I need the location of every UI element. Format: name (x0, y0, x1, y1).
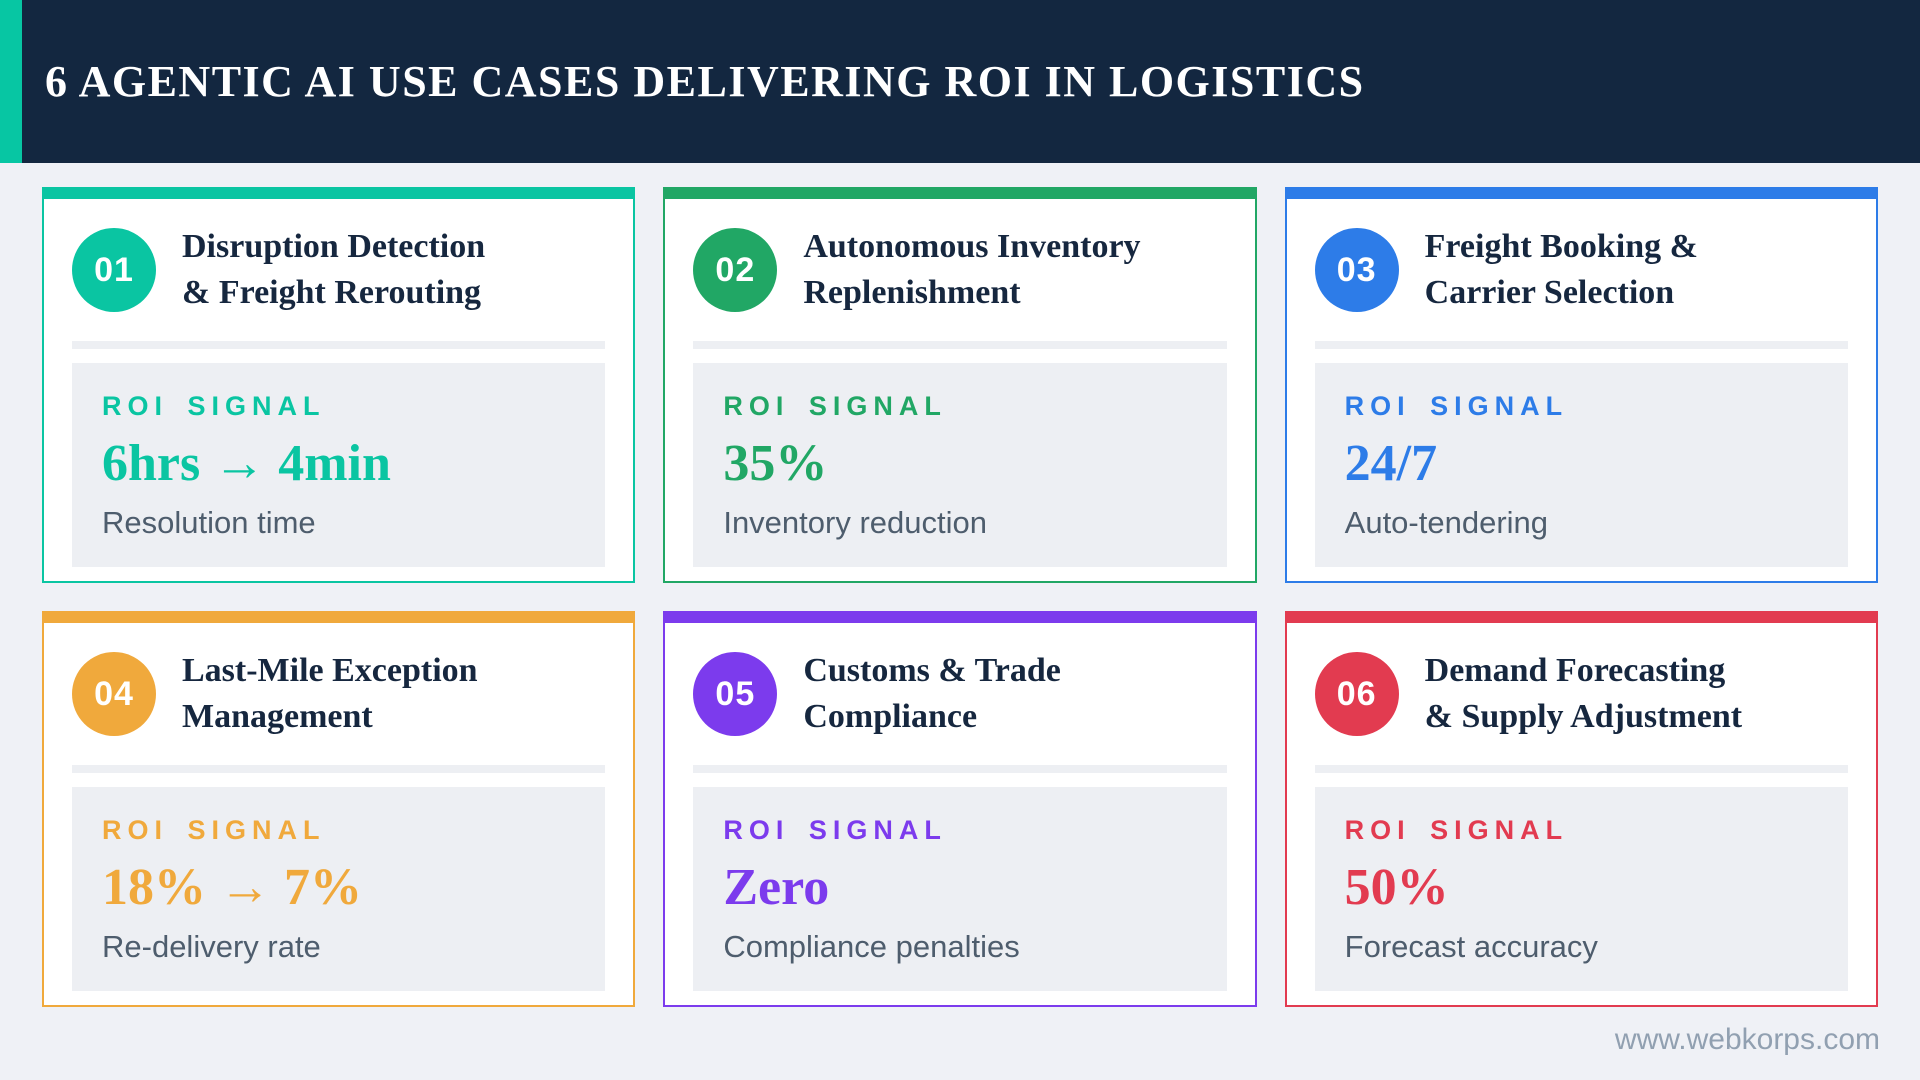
card-number-badge: 06 (1314, 652, 1399, 736)
roi-signal-label: ROI SIGNAL (102, 391, 326, 421)
roi-value: 24/7 (1344, 435, 1438, 492)
page-title: 6 AGENTIC AI USE CASES DELIVERING ROI IN… (45, 57, 1365, 106)
divider (72, 341, 606, 349)
roi-value: 6hrs → 4min (102, 435, 391, 492)
use-case-card-3: 03 Freight Booking & Carrier Selection R… (1284, 187, 1878, 583)
card-title: Freight Booking & Carrier Selection (1424, 228, 1698, 311)
card-title: Disruption Detection & Freight Rerouting (182, 228, 486, 311)
roi-caption: Forecast accuracy (1344, 929, 1598, 965)
card-body: 05 Customs & Trade Compliance ROI SIGNAL… (665, 623, 1254, 1015)
card-body: 03 Freight Booking & Carrier Selection R… (1287, 199, 1876, 591)
card-header: 04 Last-Mile Exception Management (72, 647, 605, 741)
roi-value: 18% → 7% (102, 859, 362, 916)
use-case-grid: 01 Disruption Detection & Freight Rerout… (42, 187, 1878, 1007)
roi-caption: Re-delivery rate (102, 929, 321, 965)
roi-signal-label: ROI SIGNAL (1344, 815, 1569, 845)
roi-value: Zero (723, 859, 830, 916)
header-accent-bar (0, 0, 22, 163)
roi-signal-panel: ROI SIGNAL Zero Compliance penalties (693, 787, 1227, 992)
roi-signal-panel: ROI SIGNAL 6hrs → 4min Resolution time (72, 363, 606, 568)
roi-caption: Auto-tendering (1344, 505, 1549, 541)
use-case-card-4: 04 Last-Mile Exception Management ROI SI… (42, 611, 636, 1007)
use-case-card-2: 02 Autonomous Inventory Replenishment RO… (663, 187, 1257, 583)
divider (72, 765, 606, 773)
card-accent-bar (44, 189, 634, 199)
card-body: 02 Autonomous Inventory Replenishment RO… (665, 199, 1254, 591)
card-header: 03 Freight Booking & Carrier Selection (1314, 223, 1848, 317)
divider (693, 765, 1227, 773)
use-case-card-6: 06 Demand Forecasting & Supply Adjustmen… (1284, 611, 1878, 1007)
card-number-badge: 01 (72, 228, 156, 312)
card-accent-bar (1286, 613, 1876, 623)
divider (693, 341, 1227, 349)
roi-caption: Inventory reduction (723, 505, 987, 541)
card-title: Autonomous Inventory Replenishment (803, 228, 1141, 311)
footer-website: www.webkorps.com (1614, 1023, 1880, 1056)
card-body: 06 Demand Forecasting & Supply Adjustmen… (1287, 623, 1876, 1015)
card-number-badge: 03 (1314, 228, 1399, 312)
divider (1314, 341, 1848, 349)
roi-signal-panel: ROI SIGNAL 35% Inventory reduction (693, 363, 1227, 568)
roi-value: 35% (723, 435, 828, 492)
roi-signal-label: ROI SIGNAL (723, 815, 947, 845)
use-case-card-1: 01 Disruption Detection & Freight Rerout… (42, 187, 636, 583)
card-title: Customs & Trade Compliance (803, 652, 1061, 735)
card-header: 02 Autonomous Inventory Replenishment (693, 223, 1226, 317)
card-number-badge: 05 (693, 652, 778, 736)
roi-caption: Compliance penalties (723, 929, 1020, 965)
roi-value: 50% (1344, 859, 1449, 916)
use-case-card-5: 05 Customs & Trade Compliance ROI SIGNAL… (663, 611, 1257, 1007)
card-accent-bar (1286, 189, 1876, 199)
roi-signal-label: ROI SIGNAL (102, 815, 326, 845)
card-title: Last-Mile Exception Management (182, 652, 478, 735)
roi-signal-label: ROI SIGNAL (1344, 391, 1569, 421)
card-title: Demand Forecasting & Supply Adjustment (1424, 652, 1743, 735)
card-body: 04 Last-Mile Exception Management ROI SI… (44, 623, 633, 1015)
roi-signal-panel: ROI SIGNAL 50% Forecast accuracy (1314, 787, 1848, 992)
card-accent-bar (665, 613, 1255, 623)
roi-signal-panel: ROI SIGNAL 24/7 Auto-tendering (1314, 363, 1848, 568)
roi-signal-panel: ROI SIGNAL 18% → 7% Re-delivery rate (72, 787, 606, 992)
card-header: 06 Demand Forecasting & Supply Adjustmen… (1314, 647, 1848, 741)
roi-caption: Resolution time (102, 505, 316, 541)
roi-signal-label: ROI SIGNAL (723, 391, 947, 421)
card-accent-bar (44, 613, 634, 623)
card-accent-bar (665, 189, 1255, 199)
card-body: 01 Disruption Detection & Freight Rerout… (44, 199, 633, 591)
card-header: 01 Disruption Detection & Freight Rerout… (72, 223, 605, 317)
divider (1314, 765, 1848, 773)
header-banner: 6 AGENTIC AI USE CASES DELIVERING ROI IN… (0, 0, 1920, 163)
card-header: 05 Customs & Trade Compliance (693, 647, 1226, 741)
card-number-badge: 04 (72, 652, 156, 736)
card-number-badge: 02 (693, 228, 778, 312)
